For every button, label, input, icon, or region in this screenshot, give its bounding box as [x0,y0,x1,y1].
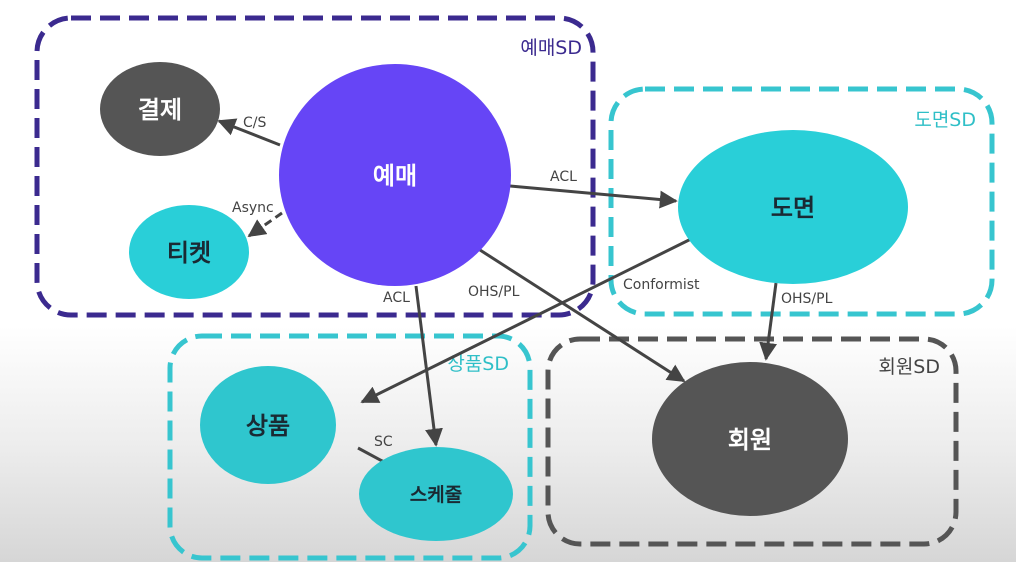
edge-acl-schedule [414,285,443,447]
edge-conformist [360,236,694,404]
product-sd-box [167,333,533,561]
ticket-label: 티켓 [167,239,211,267]
edge-ohs-pl-seat [759,282,778,361]
reservation-sd-label: 예매SD [520,37,582,59]
schedule-node [359,447,513,541]
seatmap-label: 도면 [771,194,815,222]
edge-label-cs: C/S [243,115,266,131]
member-label: 회원 [728,426,772,454]
product-label: 상품 [246,412,290,440]
product-sd-label: 상품SD [447,353,509,375]
reservation-label: 예매 [373,162,417,190]
product-node [200,366,336,484]
seatmap-node [678,130,908,284]
reservation-sd-box [34,15,596,318]
member-sd-box [545,336,959,547]
edge-acl-seat [509,184,678,209]
ticket-node [129,205,249,299]
edge-label-ohs-pl-member: OHS/PL [468,284,520,300]
edge-label-conformist: Conformist [623,277,700,293]
member-sd-label: 회원SD [878,356,940,378]
edge-label-acl-schedule: ACL [383,290,410,306]
seat-sd-box [608,86,995,317]
payment-node [100,62,220,156]
edge-label-ohs-pl-seat: OHS/PL [781,291,833,307]
edge-label-sc: SC [374,434,393,450]
edge-cs [217,118,281,147]
schedule-label: 스케줄 [410,484,462,506]
reservation-node [279,64,511,286]
member-node [652,362,848,516]
edge-label-async: Async [232,200,274,216]
edge-async [247,211,283,238]
edge-ohs-pl-member [479,248,686,383]
edge-label-acl-seat: ACL [550,169,577,185]
seat-sd-label: 도면SD [914,109,976,131]
payment-label: 결제 [138,96,182,124]
edge-sc [357,446,385,464]
